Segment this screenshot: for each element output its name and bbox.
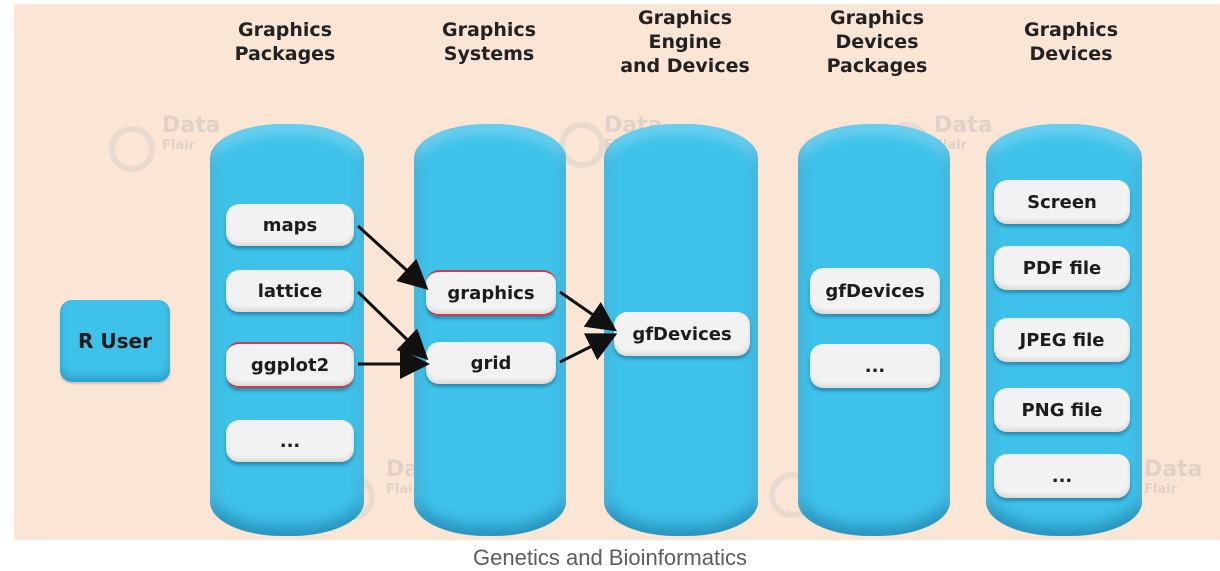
connector-arrows xyxy=(356,224,618,379)
device-ellipsis: ... xyxy=(994,454,1130,498)
engine-gfdevices: gfDevices xyxy=(614,312,750,356)
package-maps: maps xyxy=(226,204,354,246)
arrow-lattice-to-grid xyxy=(356,290,429,361)
device-png-file: PNG file xyxy=(994,388,1130,432)
device-screen: Screen xyxy=(994,180,1130,224)
pillar-graphics-systems xyxy=(414,124,566,536)
device-jpeg-file: JPEG file xyxy=(994,318,1130,362)
pillar-graphics-devices-packages xyxy=(798,124,950,536)
package-ellipsis: ... xyxy=(226,420,354,462)
watermark-logo-icon xyxy=(559,122,605,168)
arrow-grid-to-gfdevices xyxy=(559,333,618,364)
package-ggplot2: ggplot2 xyxy=(226,342,354,388)
watermark-logo-icon xyxy=(109,126,155,172)
arrow-graphics-to-gfdevices xyxy=(559,290,617,332)
device-pdf-file: PDF file xyxy=(994,246,1130,290)
system-graphics: graphics xyxy=(426,270,556,316)
device-package-ellipsis: ... xyxy=(810,344,940,388)
r-user-node: R User xyxy=(60,300,170,382)
device-package-gfdevices: gfDevices xyxy=(810,268,940,314)
system-grid: grid xyxy=(426,342,556,384)
pillar-graphics-packages xyxy=(210,124,364,536)
arrow-maps-to-graphics xyxy=(356,224,429,291)
caption: Genetics and Bioinformatics xyxy=(473,545,747,570)
package-lattice: lattice xyxy=(226,270,354,312)
